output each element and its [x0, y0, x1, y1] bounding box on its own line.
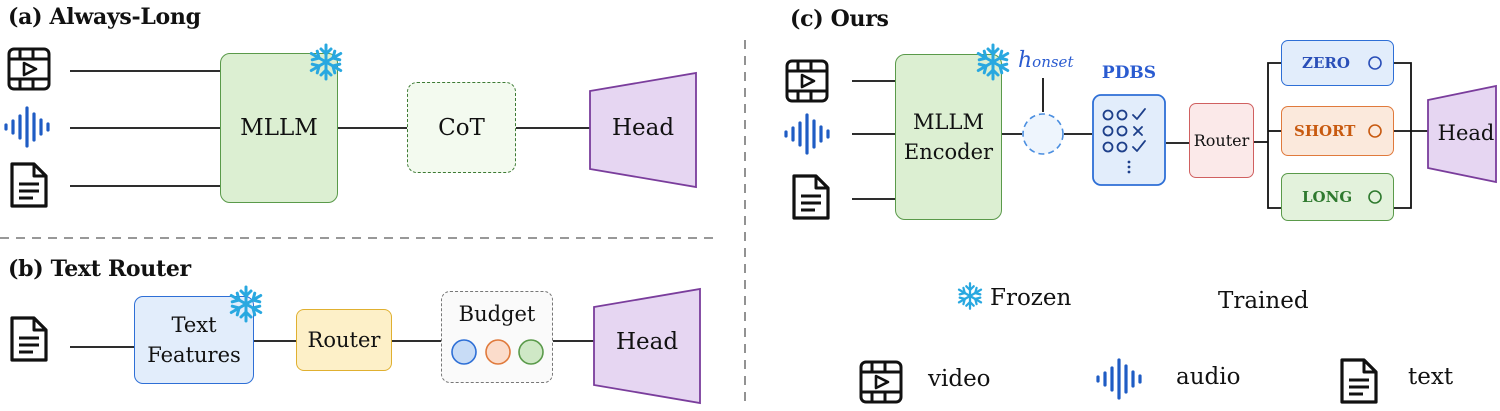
legend-video: video [928, 366, 991, 392]
head-block-b: Head [593, 287, 701, 405]
option-zero-label: ZERO [1302, 54, 1350, 72]
snowflake-icon [976, 43, 1010, 81]
panel-b-title: (b) Text Router [8, 256, 191, 282]
head-block-c: Head [1427, 84, 1497, 184]
option-long-label: LONG [1302, 188, 1353, 206]
text-icon [1340, 358, 1378, 404]
option-long: LONG [1281, 173, 1394, 221]
snowflake-icon [957, 282, 983, 310]
option-zero: ZERO [1281, 40, 1394, 86]
video-icon [785, 59, 829, 103]
legend-trained: Trained [1218, 288, 1309, 314]
encoder-line1: MLLM [913, 110, 984, 134]
router-label-b: Router [307, 328, 381, 352]
legend-text: text [1408, 364, 1454, 390]
pdbs-label: PDBS [1101, 63, 1157, 83]
budget-label: Budget [458, 302, 536, 326]
audio-icon [1096, 358, 1142, 400]
head-label-c: Head [1438, 121, 1495, 145]
cot-block: CoT [407, 82, 516, 173]
panel-c-title: (c) Ours [790, 6, 889, 32]
option-zero-dot [1368, 56, 1382, 70]
pdbs-block [1092, 94, 1166, 186]
text-features-line1: Text [171, 313, 217, 337]
h-onset-sub: onset [1032, 53, 1074, 71]
head-label-b: Head [616, 329, 678, 355]
text-icon [10, 162, 48, 208]
legend-audio: audio [1176, 364, 1241, 390]
router-label-c: Router [1193, 131, 1250, 150]
budget-zero-dot [451, 339, 477, 365]
video-icon [859, 360, 903, 404]
budget-long-dot [518, 339, 544, 365]
budget-short-dot [485, 339, 511, 365]
option-short-dot [1368, 124, 1382, 138]
legend-frozen: Frozen [990, 285, 1072, 311]
router-block-b: Router [296, 309, 392, 371]
mllm-block: MLLM [220, 53, 338, 203]
onset-state-node [1022, 113, 1064, 155]
h-onset-main: h [1018, 48, 1033, 73]
budget-block [441, 291, 553, 383]
router-block-c: Router [1189, 103, 1254, 178]
option-short: SHORT [1281, 106, 1394, 156]
cot-label: CoT [438, 114, 485, 141]
head-label-a: Head [612, 115, 674, 141]
head-block-a: Head [589, 71, 697, 189]
mllm-label: MLLM [240, 115, 318, 141]
panel-a-title: (a) Always-Long [8, 4, 201, 30]
text-icon [10, 316, 48, 362]
text-icon [792, 174, 830, 220]
h-onset-label: honset [1018, 48, 1073, 73]
mllm-encoder-block: MLLM Encoder [895, 54, 1002, 220]
option-short-label: SHORT [1294, 122, 1356, 140]
audio-icon [784, 113, 830, 155]
snowflake-icon [229, 285, 263, 323]
budget-options [451, 339, 544, 365]
encoder-line2: Encoder [903, 140, 994, 164]
text-features-line2: Features [147, 343, 241, 367]
snowflake-icon [309, 43, 343, 81]
option-long-dot [1368, 190, 1382, 204]
video-icon [7, 47, 51, 91]
audio-icon [4, 106, 50, 148]
